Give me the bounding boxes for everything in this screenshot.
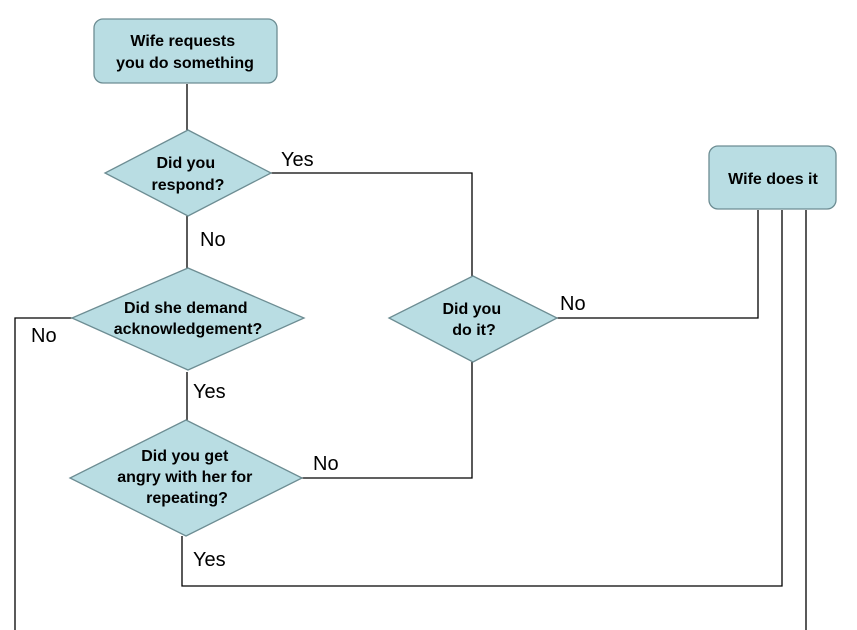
edge-label-respond-yes: Yes <box>281 149 314 171</box>
node-start-shape <box>93 18 278 84</box>
decision-angry-line-1: Did you get <box>141 448 229 465</box>
edge-label-angry-yes: Yes <box>193 549 226 571</box>
decision-demand-line-1: Did she demand <box>124 300 248 317</box>
decision-angry-shape <box>68 419 304 537</box>
decision-angry-line-3: repeating? <box>146 490 228 507</box>
node-start-line-2: you do something <box>116 55 254 72</box>
connector-respond-yes-to-did-it <box>271 172 473 276</box>
node-wife-does-shape <box>708 145 837 210</box>
svg-text:Did you get angry with h: Did you get angry with her for repeating… <box>117 448 257 507</box>
svg-text:Wife requests you do som: Wife requests you do something <box>116 33 254 72</box>
connectors <box>14 84 807 630</box>
connector-demand-no-exit <box>14 317 79 630</box>
edge-labels: Yes No No Yes No Yes No <box>31 149 586 571</box>
node-start-line-1: Wife requests <box>130 33 235 50</box>
node-wife-does-line-1: Wife does it <box>728 171 818 188</box>
edge-label-demand-yes: Yes <box>193 381 226 403</box>
decision-did-it-line-1: Did you <box>442 301 501 318</box>
decision-respond: Did you respond? <box>103 129 273 217</box>
node-wife-does: Wife does it <box>708 145 837 210</box>
decision-demand: Did she demand acknowledgement? <box>70 267 306 371</box>
decision-did-it: Did you do it? <box>387 275 559 363</box>
decision-angry-line-2: angry with her for <box>117 469 252 486</box>
svg-text:Did you respond?: Did you respond? <box>152 155 225 194</box>
decision-did-it-shape <box>387 275 559 363</box>
svg-text:Did you do it?: Did you do it? <box>442 301 505 339</box>
connector-angry-yes-to-wife-does <box>181 210 783 587</box>
node-start: Wife requests you do something <box>93 18 278 84</box>
svg-text:Did she demand acknowled: Did she demand acknowledgement? <box>114 300 262 338</box>
decision-angry: Did you get angry with her for repeating… <box>68 419 304 537</box>
decision-demand-line-2: acknowledgement? <box>114 321 262 338</box>
decision-did-it-line-2: do it? <box>452 322 496 339</box>
edge-label-demand-no: No <box>31 325 57 347</box>
connector-angry-no-to-did-it <box>300 362 473 479</box>
edge-label-did-it-no: No <box>560 293 586 315</box>
decision-demand-shape <box>70 267 306 371</box>
decision-respond-line-1: Did you <box>156 155 215 172</box>
svg-text:Wife does it: Wife does it <box>728 171 818 188</box>
edge-label-respond-no: No <box>200 229 226 251</box>
edge-label-angry-no: No <box>313 453 339 475</box>
decision-respond-line-2: respond? <box>152 177 225 194</box>
connector-did-it-no-to-wife-does <box>556 210 759 319</box>
decision-respond-shape <box>103 129 273 217</box>
